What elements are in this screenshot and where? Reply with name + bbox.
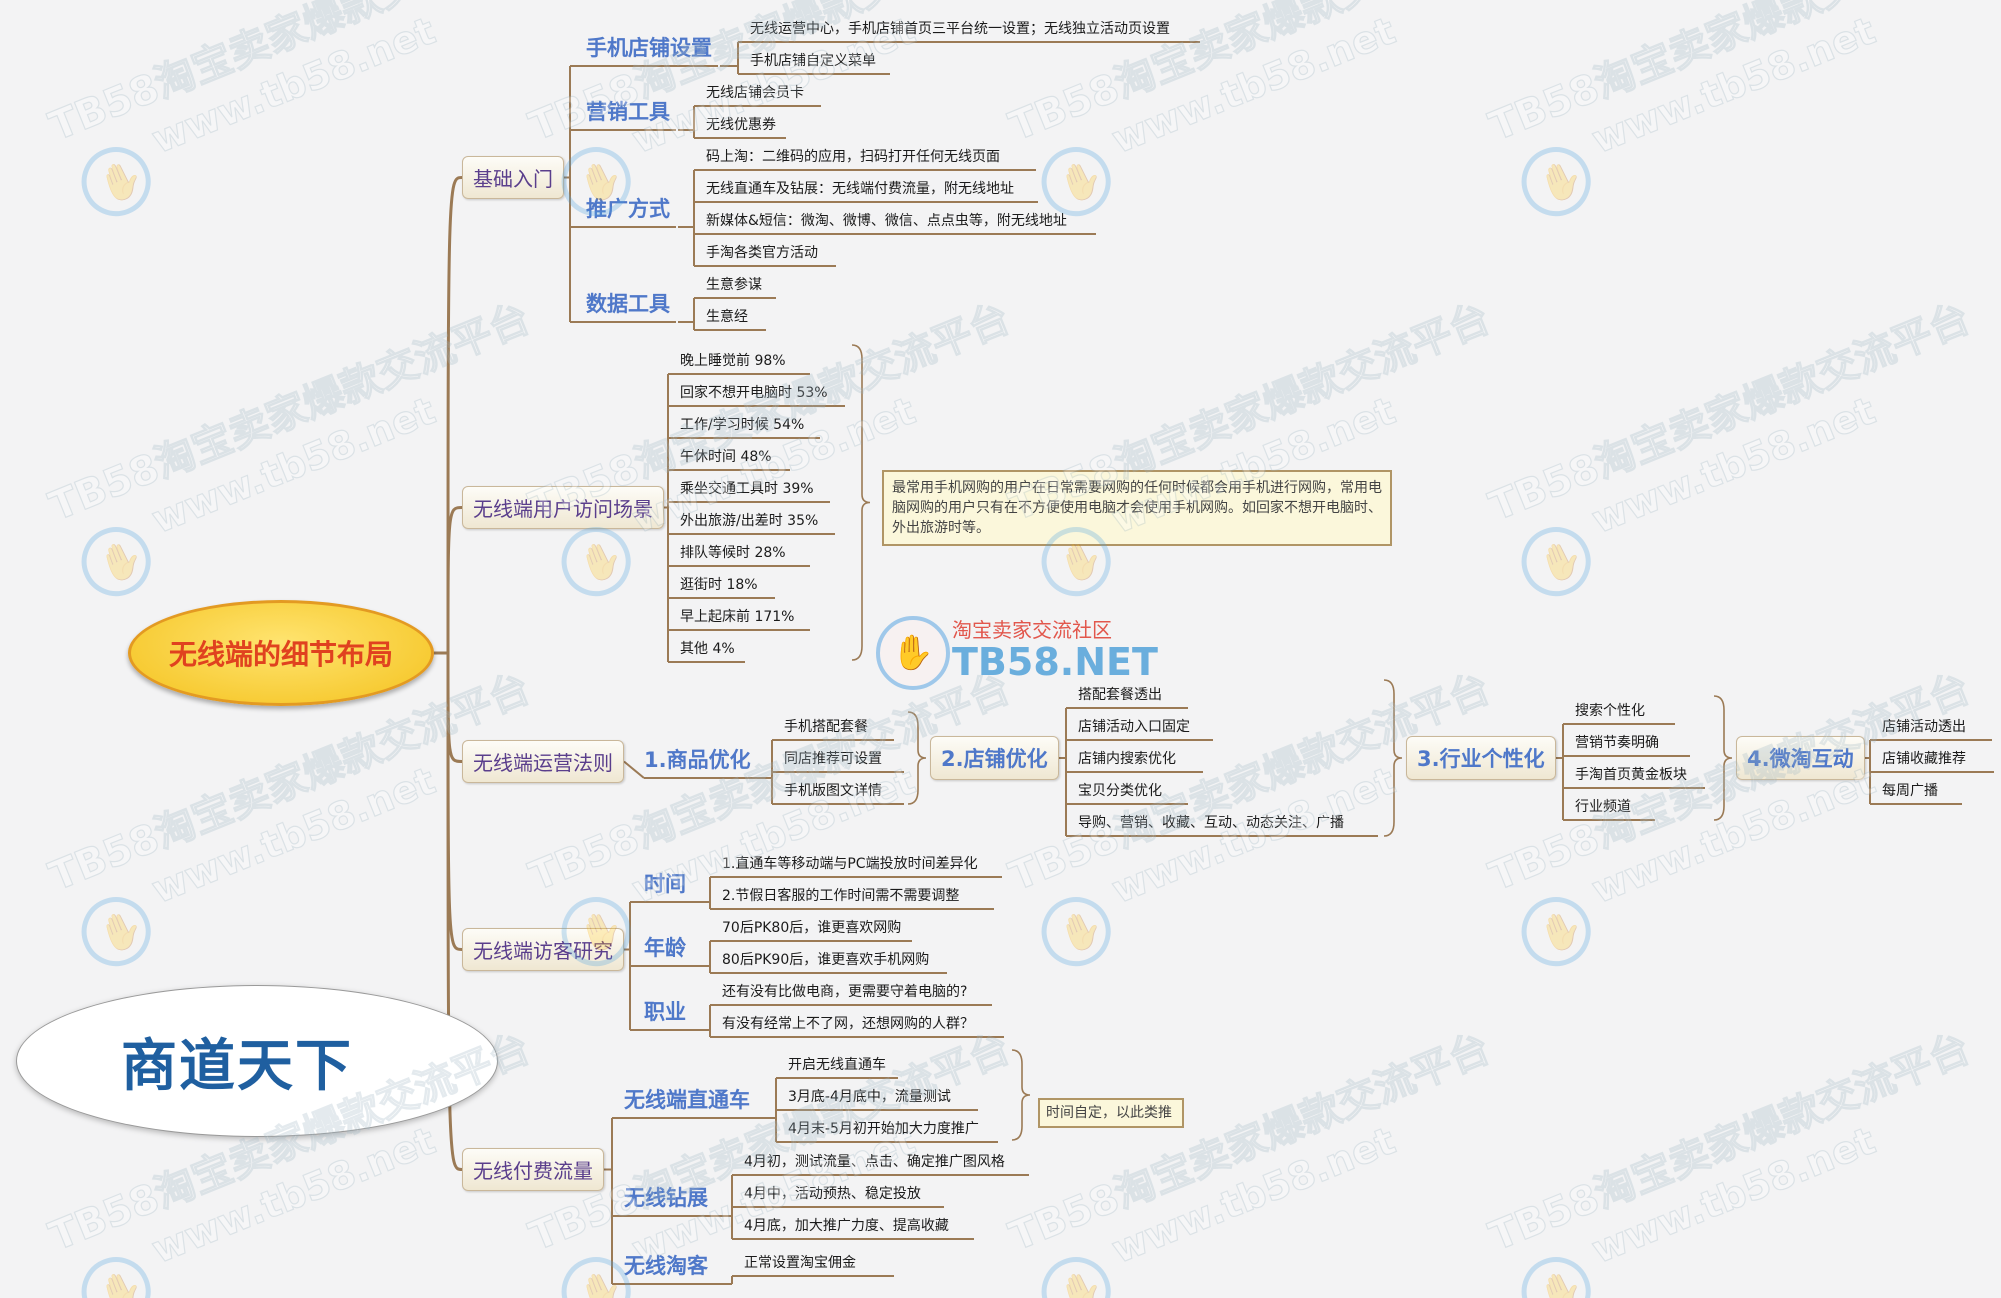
leaf-ztc-1[interactable]: 开启无线直通车 <box>788 1054 898 1079</box>
subtopic-weitao-interact[interactable]: 4.微淘互动 <box>1736 736 1865 780</box>
leaf-promotion-1[interactable]: 码上淘：二维码的应用，扫码打开任何无线页面 <box>706 146 1036 171</box>
subtopic-data-tools[interactable]: 数据工具 <box>586 292 670 316</box>
hand-icon: ✋ <box>876 616 950 690</box>
topic-operations[interactable]: 无线端运营法则 <box>462 740 624 783</box>
leaf-scenario-10[interactable]: 其他 4% <box>680 638 745 663</box>
leaf-product-1[interactable]: 手机搭配套餐 <box>784 716 894 741</box>
leaf-ztc-3[interactable]: 4月末-5月初开始加大力度推广 <box>788 1118 998 1143</box>
connector <box>446 652 463 951</box>
connector <box>446 176 463 654</box>
central-topic-label: 无线端的细节布局 <box>168 638 393 671</box>
leaf-time-2[interactable]: 2.节假日客服的工作时间需不需要调整 <box>722 885 994 910</box>
connector <box>446 506 463 654</box>
connector <box>851 344 871 661</box>
leaf-store-5[interactable]: 导购、营销、收藏、互动、动态关注、广播 <box>1078 812 1378 837</box>
connector <box>446 652 463 763</box>
leaf-promotion-3[interactable]: 新媒体&短信：微淘、微博、微信、点点虫等，附无线地址 <box>706 210 1096 235</box>
leaf-data-tools-2[interactable]: 生意经 <box>706 306 766 331</box>
subtopic-mobile-store[interactable]: 手机店铺设置 <box>586 36 712 60</box>
leaf-product-3[interactable]: 手机版图文详情 <box>784 780 904 805</box>
leaf-scenario-6[interactable]: 外出旅游/出差时 35% <box>680 510 835 535</box>
leaf-scenario-7[interactable]: 排队等候时 28% <box>680 542 810 567</box>
connector <box>1011 1049 1031 1141</box>
subtopic-age[interactable]: 年龄 <box>644 936 686 960</box>
leaf-scenario-8[interactable]: 逛街时 18% <box>680 574 775 599</box>
leaf-industry-4[interactable]: 行业频道 <box>1575 796 1655 821</box>
subtopic-mobile-taoke[interactable]: 无线淘客 <box>624 1254 708 1278</box>
leaf-weitao-1[interactable]: 店铺活动透出 <box>1882 716 1992 741</box>
subtopic-occupation[interactable]: 职业 <box>644 1000 686 1024</box>
leaf-data-tools-1[interactable]: 生意参谋 <box>706 274 776 299</box>
leaf-store-3[interactable]: 店铺内搜索优化 <box>1078 748 1203 773</box>
topic-visitor-research[interactable]: 无线端访客研究 <box>462 928 624 971</box>
leaf-age-1[interactable]: 70后PK80后，谁更喜欢网购 <box>722 917 912 942</box>
subtopic-mobile-zuanzhan[interactable]: 无线钻展 <box>624 1186 708 1210</box>
subtopic-promotion[interactable]: 推广方式 <box>586 197 670 221</box>
leaf-ztc-2[interactable]: 3月底-4月底中，流量测试 <box>788 1086 978 1111</box>
leaf-scenario-1[interactable]: 晚上睡觉前 98% <box>680 350 810 375</box>
leaf-store-4[interactable]: 宝贝分类优化 <box>1078 780 1188 805</box>
connector <box>907 711 927 805</box>
subtopic-mobile-ztc[interactable]: 无线端直通车 <box>624 1088 750 1112</box>
subtopic-industry-personal[interactable]: 3.行业个性化 <box>1406 736 1556 780</box>
leaf-scenario-2[interactable]: 回家不想开电脑时 53% <box>680 382 845 407</box>
subtopic-product-opt[interactable]: 1.商品优化 <box>644 748 751 772</box>
leaf-job-2[interactable]: 有没有经常上不了网，还想网购的人群？ <box>722 1013 1004 1038</box>
subtopic-time[interactable]: 时间 <box>644 872 686 896</box>
topic-access-scenarios[interactable]: 无线端用户访问场景 <box>462 486 664 529</box>
leaf-zuanzhan-2[interactable]: 4月中，活动预热、稳定投放 <box>744 1183 944 1208</box>
scenario-note: 最常用手机网购的用户在日常需要网购的任何时候都会用手机进行网购，常用电脑网购的用… <box>882 470 1392 546</box>
connector <box>1383 679 1403 837</box>
leaf-marketing-2[interactable]: 无线优惠券 <box>706 114 786 139</box>
logo-line2: TB58.NET <box>952 640 1158 684</box>
leaf-promotion-4[interactable]: 手淘各类官方活动 <box>706 242 836 267</box>
leaf-zuanzhan-1[interactable]: 4月初，测试流量、点击、确定推广图风格 <box>744 1151 1029 1176</box>
leaf-scenario-4[interactable]: 午休时间 48% <box>680 446 790 471</box>
topic-paid-traffic[interactable]: 无线付费流量 <box>462 1148 604 1191</box>
leaf-time-1[interactable]: 1.直通车等移动端与PC端投放时间差异化 <box>722 853 1002 878</box>
tb58-logo: ✋ 淘宝卖家交流社区 TB58.NET <box>876 612 1176 692</box>
logo-line1: 淘宝卖家交流社区 <box>952 618 1112 642</box>
brand-bubble: 商道天下 <box>16 985 498 1137</box>
leaf-industry-3[interactable]: 手淘首页黄金板块 <box>1575 764 1705 789</box>
leaf-marketing-1[interactable]: 无线店铺会员卡 <box>706 82 821 107</box>
brand-text: 商道天下 <box>121 1033 353 1099</box>
topic-basics[interactable]: 基础入门 <box>462 156 564 199</box>
leaf-scenario-9[interactable]: 早上起床前 171% <box>680 606 810 631</box>
ztc-note: 时间自定，以此类推 <box>1038 1098 1184 1128</box>
connector <box>1713 695 1733 821</box>
leaf-industry-1[interactable]: 搜索个性化 <box>1575 700 1675 725</box>
leaf-taoke-1[interactable]: 正常设置淘宝佣金 <box>744 1252 894 1277</box>
leaf-weitao-3[interactable]: 每周广播 <box>1882 780 1962 805</box>
leaf-weitao-2[interactable]: 店铺收藏推荐 <box>1882 748 1994 773</box>
leaf-scenario-5[interactable]: 乘坐交通工具时 39% <box>680 478 830 503</box>
leaf-mobile-store-2[interactable]: 手机店铺自定义菜单 <box>750 50 890 75</box>
leaf-store-2[interactable]: 店铺活动入口固定 <box>1078 716 1213 741</box>
leaf-product-2[interactable]: 同店推荐可设置 <box>784 748 904 773</box>
leaf-store-1[interactable]: 搭配套餐透出 <box>1078 684 1188 709</box>
subtopic-marketing-tools[interactable]: 营销工具 <box>586 100 670 124</box>
leaf-zuanzhan-3[interactable]: 4月底，加大推广力度、提高收藏 <box>744 1215 974 1240</box>
leaf-promotion-2[interactable]: 无线直通车及钻展：无线端付费流量，附无线地址 <box>706 178 1038 203</box>
leaf-job-1[interactable]: 还有没有比做电商，更需要守着电脑的? <box>722 981 992 1006</box>
leaf-age-2[interactable]: 80后PK90后，谁更喜欢手机网购 <box>722 949 947 974</box>
leaf-mobile-store-1[interactable]: 无线运营中心，手机店铺首页三平台统一设置；无线独立活动页设置 <box>750 18 1200 43</box>
leaf-scenario-3[interactable]: 工作/学习时候 54% <box>680 414 820 439</box>
leaf-industry-2[interactable]: 营销节奏明确 <box>1575 732 1690 757</box>
central-topic[interactable]: 无线端的细节布局 <box>128 600 434 706</box>
connector <box>623 760 645 779</box>
subtopic-store-opt[interactable]: 2.店铺优化 <box>930 736 1059 780</box>
